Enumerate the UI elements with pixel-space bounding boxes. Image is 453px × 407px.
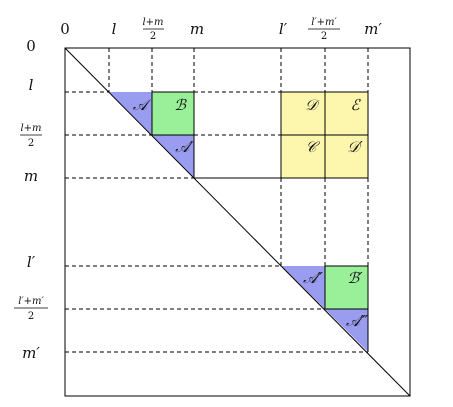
region-B-fill xyxy=(152,92,194,135)
region-label-D: 𝒟 xyxy=(305,96,320,114)
left-label-origin: 0 xyxy=(26,37,36,55)
top-label-mid-lm-den: 2 xyxy=(150,31,156,42)
region-label-E: ℰ xyxy=(350,96,361,114)
left-label-lp: l′ xyxy=(27,253,36,271)
region-D1-fill xyxy=(325,135,368,178)
left-label-mid-lpmp-num: l′+m′ xyxy=(18,296,44,307)
region-label-B: ℬ xyxy=(174,96,187,114)
region-label-A3: 𝒜‴ xyxy=(346,312,368,330)
outer-square xyxy=(64,47,411,397)
top-label-l: l xyxy=(112,20,117,38)
left-label-mid-lpmp-den: 2 xyxy=(28,311,34,322)
region-label-A2: 𝒜″ xyxy=(303,269,323,287)
left-label-mp: m′ xyxy=(22,344,40,362)
region-label-B1: ℬ′ xyxy=(347,269,363,287)
region-D-fill xyxy=(281,92,325,135)
top-label-mid-lm-num: l+m xyxy=(142,17,163,28)
main-diagonal xyxy=(64,47,411,397)
region-E-fill xyxy=(325,92,368,135)
top-label-lp: l′ xyxy=(279,20,288,38)
left-label-l: l xyxy=(29,76,34,94)
left-label-mid-lm-den: 2 xyxy=(28,138,34,149)
top-label-mp: m′ xyxy=(364,20,382,38)
region-label-A1: 𝒜′ xyxy=(175,138,194,156)
left-label-m: m xyxy=(24,167,38,185)
top-label-mid-lpmp-den: 2 xyxy=(321,31,327,42)
dashed-guides xyxy=(65,48,369,353)
region-B1-fill xyxy=(325,266,368,309)
top-label-origin: 0 xyxy=(60,20,70,38)
top-label-m: m xyxy=(190,20,204,38)
top-label-mid-lpmp-num: l′+m′ xyxy=(311,17,337,28)
region-C-fill xyxy=(281,135,325,178)
region-label-D1: 𝒟′ xyxy=(347,138,363,156)
left-label-mid-lm-num: l+m xyxy=(20,123,41,134)
region-A3-fill xyxy=(325,309,368,352)
